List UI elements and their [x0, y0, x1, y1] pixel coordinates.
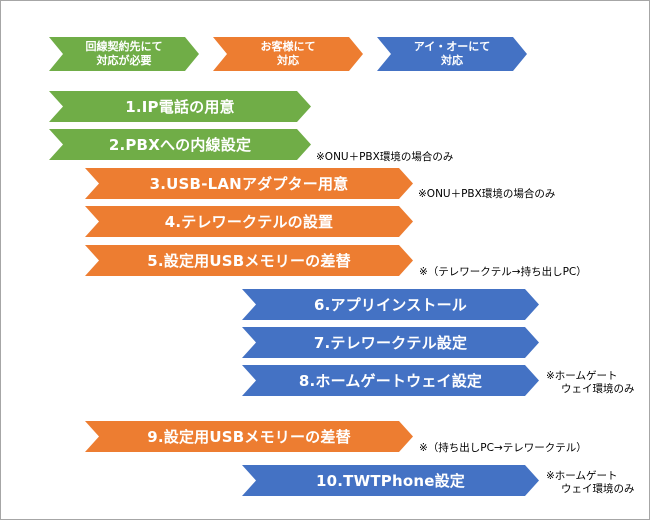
note-step-9: ※（持ち出しPC→テレワークテル） — [419, 442, 587, 454]
step-6: 6.アプリインストール — [242, 289, 539, 320]
legend-green-line1: 回線契約先にて — [85, 40, 163, 53]
note-step-8-line2: ウェイ環境のみ — [561, 383, 635, 395]
legend-blue-line1: アイ・オーにて — [413, 40, 491, 53]
legend-green-line2: 対応が必要 — [96, 54, 152, 67]
step-1: 1.IP電話の用意 — [49, 91, 311, 122]
step-8: 8.ホームゲートウェイ設定 — [242, 365, 539, 396]
step-7: 7.テレワークテル設定 — [242, 327, 539, 358]
legend-green: 回線契約先にて 対応が必要 — [49, 37, 199, 71]
legend-blue: アイ・オーにて 対応 — [377, 37, 527, 71]
legend-orange: お客様にて 対応 — [213, 37, 363, 71]
legend-orange-line1: お客様にて — [260, 40, 316, 53]
note-step-5: ※（テレワークテル→持ち出しPC） — [419, 266, 587, 278]
legend-orange-line2: 対応 — [277, 54, 299, 67]
legend-blue-line2: 対応 — [441, 54, 463, 67]
step-3: 3.USB-LANアダプター用意 — [85, 168, 413, 199]
note-step-10-line2: ウェイ環境のみ — [561, 483, 635, 495]
note-step-3: ※ONU＋PBX環境の場合のみ — [418, 188, 556, 200]
step-2: 2.PBXへの内線設定 — [49, 129, 311, 160]
step-4: 4.テレワークテルの設置 — [85, 206, 413, 237]
note-step-8-line1: ※ホームゲート — [546, 370, 618, 382]
note-step-2: ※ONU＋PBX環境の場合のみ — [316, 151, 454, 163]
step-5: 5.設定用USBメモリーの差替 — [85, 245, 413, 276]
note-step-10-line1: ※ホームゲート — [546, 470, 618, 482]
step-10: 10.TWTPhone設定 — [242, 465, 539, 496]
step-9: 9.設定用USBメモリーの差替 — [85, 421, 413, 452]
